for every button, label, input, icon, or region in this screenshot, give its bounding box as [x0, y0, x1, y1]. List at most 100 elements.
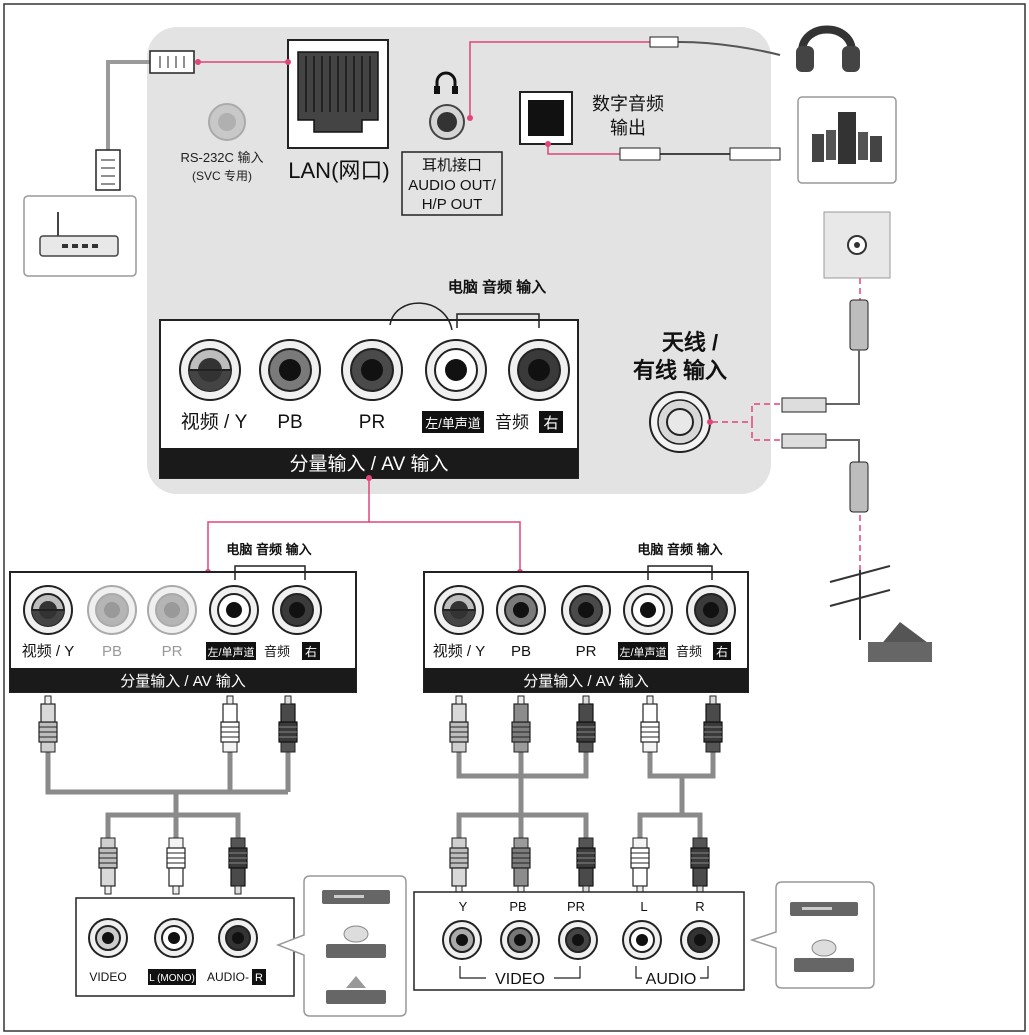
right-label-audio: 音频 — [676, 644, 702, 659]
left-right-badge — [302, 642, 320, 660]
coax-cables — [781, 299, 869, 513]
rs232-label: RS-232C 输入 — [180, 150, 263, 165]
right-device-video-group-label: VIDEO — [495, 971, 545, 988]
tv-jack-video-y — [179, 339, 241, 401]
tv-component-bar — [160, 448, 578, 478]
left-label-audio: 音频 — [264, 644, 290, 659]
tv-label-right: 右 — [543, 415, 558, 432]
link-lines — [198, 41, 650, 572]
headphone-label-box — [401, 151, 503, 216]
headphones-icon — [796, 25, 860, 72]
left-left-mono-badge — [206, 642, 256, 660]
right-label-left-mono: 左/单声道 — [619, 645, 666, 659]
left-label-pr: PR — [162, 643, 183, 660]
left-device-jack-audio-r — [218, 918, 258, 958]
tv-label-left-mono: 左/单声道 — [425, 416, 481, 431]
left-device-label-video: VIDEO — [89, 970, 126, 984]
dvd-player-icon — [322, 890, 390, 904]
lan-cable — [95, 50, 195, 191]
right-device-callout — [749, 881, 875, 989]
right-jack-audio-right — [686, 585, 736, 635]
right-device-jack-pb — [500, 920, 540, 960]
left-device-l-mono-badge — [148, 969, 196, 985]
optical-cable — [619, 147, 781, 161]
right-jack-video-y — [434, 585, 484, 635]
left-device-jack-l-mono — [154, 918, 194, 958]
left-cable-bundle — [38, 695, 298, 895]
antenna-label-1: 天线 / — [662, 330, 718, 355]
outdoor-antenna-icon — [829, 565, 932, 662]
right-disc-player-icon — [794, 939, 854, 972]
headphone-icon — [434, 71, 458, 94]
rs232-port — [208, 103, 246, 141]
tv-pc-audio-bracket — [456, 313, 540, 328]
left-pc-audio-label: 电脑 音频 输入 — [226, 542, 311, 557]
antenna-label-2: 有线 输入 — [633, 358, 727, 383]
tv-pc-audio-label: 电脑 音频 输入 — [448, 278, 546, 296]
lan-label: LAN(网口) — [288, 158, 389, 183]
tv-label-video-y: 视频 / Y — [181, 411, 248, 433]
right-device-jack-pr — [558, 920, 598, 960]
left-device-r-badge — [252, 969, 266, 985]
right-device-jack-l — [622, 920, 662, 960]
optical-port — [519, 91, 573, 145]
headphone-label-1: 耳机接口 — [422, 157, 482, 174]
speaker-system-icon — [797, 96, 897, 184]
digital-audio-label-1: 数字音频 — [592, 94, 664, 114]
right-left-mono-badge — [618, 642, 668, 660]
lan-port — [287, 39, 389, 149]
right-jack-pb — [496, 585, 546, 635]
right-device-audio-group-label: AUDIO — [646, 971, 697, 988]
tv-jack-pr — [341, 339, 403, 401]
right-label-pb: PB — [511, 643, 531, 660]
disc-player-icon — [326, 925, 386, 958]
tv-component-bar-label: 分量输入 / AV 输入 — [289, 453, 448, 475]
antenna-port — [649, 391, 711, 453]
headphone-label-3: H/P OUT — [422, 196, 483, 213]
tv-label-audio: 音频 — [495, 413, 529, 432]
right-device-label-pb: PB — [509, 899, 526, 914]
headphone-cable — [649, 36, 781, 56]
left-pc-audio-bracket — [234, 565, 306, 580]
left-jack-video-y — [23, 585, 73, 635]
tv-jack-audio-left — [425, 339, 487, 401]
right-dvd-player-icon — [790, 902, 858, 916]
right-pc-audio-label: 电脑 音频 输入 — [637, 542, 722, 557]
left-component-bar-label: 分量输入 / AV 输入 — [120, 673, 246, 690]
digital-audio-label-2: 输出 — [610, 118, 646, 138]
video-group-bracket-right — [554, 966, 581, 979]
right-label-video-y: 视频 / Y — [433, 643, 486, 660]
vcr-icon — [326, 976, 386, 1004]
tv-left-mono-badge — [422, 411, 484, 433]
right-device-jack-y — [442, 920, 482, 960]
right-device-jack-r — [680, 920, 720, 960]
right-cable-bundle — [449, 695, 723, 895]
right-component-bar-label: 分量输入 / AV 输入 — [523, 673, 649, 690]
right-device-label-y: Y — [459, 899, 468, 914]
tv-label-pb: PB — [277, 412, 302, 433]
audio-group-bracket-left — [635, 966, 642, 979]
right-device-label-l: L — [640, 899, 647, 914]
video-group-bracket-left — [459, 966, 486, 979]
left-label-right: 右 — [305, 644, 317, 659]
left-jack-audio-left — [209, 585, 259, 635]
left-label-video-y: 视频 / Y — [22, 643, 75, 660]
wall-outlet-icon — [823, 211, 891, 279]
right-device-label-pr: PR — [567, 899, 585, 914]
right-component-bar — [424, 668, 748, 692]
antenna-dashed-links — [712, 258, 861, 570]
left-device-label-audio-prefix: AUDIO- — [207, 970, 249, 984]
right-jack-audio-left — [623, 585, 673, 635]
right-jack-pr — [561, 585, 611, 635]
tv-label-pr: PR — [359, 412, 385, 433]
right-device-label-r: R — [695, 899, 704, 914]
left-jack-pb — [87, 585, 137, 635]
rs232-sublabel: (SVC 专用) — [192, 168, 252, 183]
left-device-label-l-mono: L (MONO) — [149, 973, 195, 984]
right-label-right: 右 — [716, 644, 728, 659]
outer-frame — [3, 3, 1026, 1032]
right-label-pr: PR — [576, 643, 597, 660]
router-icon — [23, 195, 137, 277]
left-label-pb: PB — [102, 643, 122, 660]
